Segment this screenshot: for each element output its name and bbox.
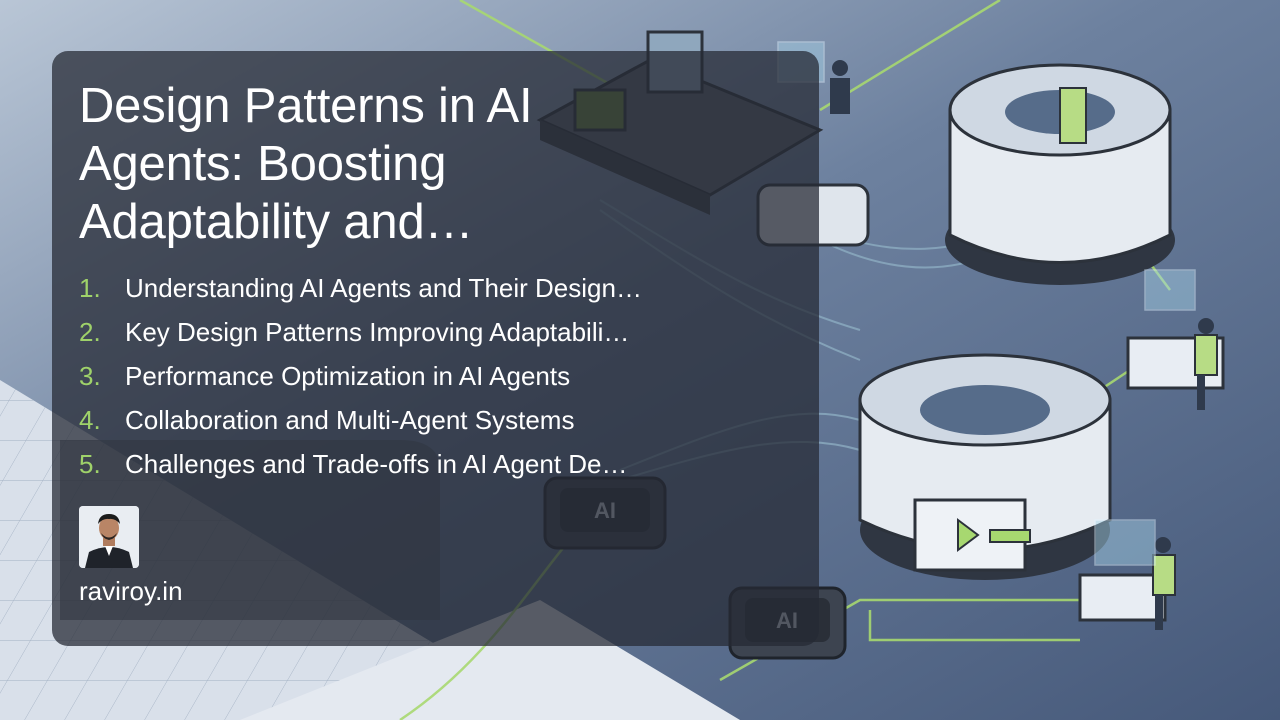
toc-text: Performance Optimization in AI Agents xyxy=(125,361,571,391)
toc-item: 1. Understanding AI Agents and Their Des… xyxy=(79,273,779,317)
toc-item: 2. Key Design Patterns Improving Adaptab… xyxy=(79,317,779,361)
toc-item: 3. Performance Optimization in AI Agents xyxy=(79,361,779,405)
page-title: Design Patterns in AI Agents: Boosting A… xyxy=(79,79,533,249)
title-card: Design Patterns in AI Agents: Boosting A… xyxy=(52,51,819,646)
author-avatar xyxy=(79,506,139,568)
toc-text: Key Design Patterns Improving Adaptabili… xyxy=(125,317,630,347)
toc-item: 4. Collaboration and Multi-Agent Systems xyxy=(79,405,779,449)
toc-number: 5. xyxy=(79,449,101,479)
toc-number: 3. xyxy=(79,361,101,391)
table-of-contents: 1. Understanding AI Agents and Their Des… xyxy=(79,273,779,493)
author-block: raviroy.in xyxy=(79,506,183,607)
toc-text: Collaboration and Multi-Agent Systems xyxy=(125,405,575,435)
toc-number: 2. xyxy=(79,317,101,347)
toc-item: 5. Challenges and Trade-offs in AI Agent… xyxy=(79,449,779,493)
toc-number: 1. xyxy=(79,273,101,303)
toc-text: Challenges and Trade-offs in AI Agent De… xyxy=(125,449,628,479)
site-name[interactable]: raviroy.in xyxy=(79,576,183,606)
toc-text: Understanding AI Agents and Their Design… xyxy=(125,273,642,303)
toc-number: 4. xyxy=(79,405,101,435)
